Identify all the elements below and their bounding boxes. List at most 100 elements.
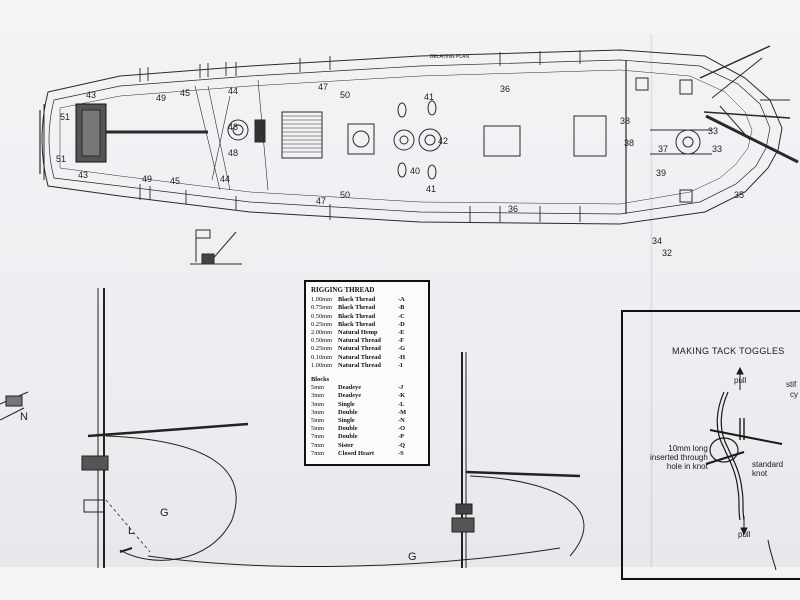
- legend-code: -P: [398, 433, 405, 441]
- legend-name: Black Thread: [338, 296, 376, 304]
- photo-background-top: [0, 0, 800, 34]
- legend-name: Black Thread: [338, 312, 376, 320]
- callout-43: 43: [78, 170, 88, 180]
- callout-44: 44: [220, 174, 230, 184]
- tack-toggles-title: MAKING TACK TOGGLES: [672, 346, 785, 356]
- cut-note: cy: [790, 390, 798, 399]
- legend-name: Natural Thread: [338, 353, 381, 361]
- legend-name: Double: [338, 408, 358, 416]
- sheet-fold: [650, 34, 653, 567]
- main-hatch: [483, 125, 521, 157]
- callout-36: 36: [500, 84, 510, 94]
- legend-name: Deadeye: [338, 392, 362, 400]
- block-row: 3mm Deadeye -K: [311, 392, 423, 400]
- legend-code: -L: [398, 400, 405, 408]
- legend-size: 0.75mm: [311, 304, 333, 312]
- inserted-note: 10mm long inserted through hole in knot: [650, 444, 708, 471]
- legend-size: 5mm: [311, 417, 325, 425]
- block-row: 3mm Single -L: [311, 401, 423, 409]
- callout-35: 35: [734, 190, 744, 200]
- left-block-label: L: [128, 525, 134, 537]
- legend-size: 7mm: [311, 433, 325, 441]
- edge-label-n: N: [20, 411, 28, 423]
- legend-code: -S: [398, 449, 404, 457]
- legend-size: 0.50mm: [311, 312, 333, 320]
- fore-hatch: [573, 115, 607, 157]
- thread-row: 0.10mm Natural Thread -H: [311, 354, 423, 362]
- blocks-title: Blocks: [311, 376, 330, 384]
- callout-51: 51: [60, 112, 70, 122]
- legend-code: -H: [398, 353, 406, 361]
- legend-name: Natural Thread: [338, 345, 381, 353]
- callout-38: 38: [620, 116, 630, 126]
- callout-38: 38: [624, 138, 634, 148]
- legend-code: -F: [398, 337, 405, 345]
- legend-size: 7mm: [311, 441, 325, 449]
- legend-code: -M: [398, 408, 407, 416]
- legend-name: Natural Thread: [338, 361, 381, 369]
- left-sheet-label: G: [160, 507, 169, 519]
- tack-toggles-panel: [621, 310, 800, 580]
- legend-name: Single: [338, 417, 355, 425]
- legend-size: 0.10mm: [311, 353, 333, 361]
- legend-code: -I: [398, 361, 403, 369]
- legend-size: 3mm: [311, 400, 325, 408]
- legend-size: 5mm: [311, 425, 325, 433]
- callout-34: 34: [652, 236, 662, 246]
- standard-knot-note: standard knot: [752, 460, 784, 478]
- right-sheet-label: G: [408, 551, 417, 563]
- tack-toggle-illustration: [705, 366, 783, 571]
- legend-code: -O: [398, 425, 406, 433]
- legend-size: 0.50mm: [311, 337, 333, 345]
- callout-40: 40: [410, 166, 420, 176]
- callout-49: 49: [156, 93, 166, 103]
- legend-code: -B: [398, 304, 405, 312]
- photo-background-bottom: [0, 567, 800, 600]
- legend-size: 2.00mm: [311, 329, 333, 337]
- callout-41: 41: [426, 184, 436, 194]
- callout-32: 32: [662, 248, 672, 258]
- callout-41: 41: [424, 92, 434, 102]
- legend-code: -K: [398, 392, 406, 400]
- grating-hatch: [281, 111, 323, 159]
- legend-size: 0.25mm: [311, 320, 333, 328]
- legend-name: Black Thread: [338, 304, 376, 312]
- callout-47: 47: [318, 82, 328, 92]
- legend-size: 5mm: [311, 384, 325, 392]
- thread-row: 0.50mm Black Thread -C: [311, 313, 423, 321]
- legend-name: Single: [338, 400, 355, 408]
- legend-size: 0.25mm: [311, 345, 333, 353]
- pull-label-bottom: pull: [738, 530, 751, 539]
- callout-50: 50: [340, 90, 350, 100]
- legend-code: -C: [398, 312, 405, 320]
- callout-48: 48: [228, 122, 238, 132]
- legend-size: 7mm: [311, 449, 325, 457]
- legend-code: -Q: [398, 441, 406, 449]
- legend-code: -A: [398, 296, 405, 304]
- callout-33: 33: [708, 126, 718, 136]
- left-mast: [81, 288, 249, 568]
- legend-size: 3mm: [311, 392, 325, 400]
- cut-note: stif: [786, 380, 797, 389]
- right-mast: [147, 352, 585, 568]
- legend-name: Double: [338, 433, 358, 441]
- legend-title: RIGGING THREAD: [311, 286, 375, 294]
- callout-33: 33: [712, 144, 722, 154]
- hull-outline: [41, 49, 783, 225]
- legend-name: Natural Hemp: [338, 329, 378, 337]
- legend-name: Natural Thread: [338, 337, 381, 345]
- legend-code: -N: [398, 417, 405, 425]
- callout-49: 49: [142, 174, 152, 184]
